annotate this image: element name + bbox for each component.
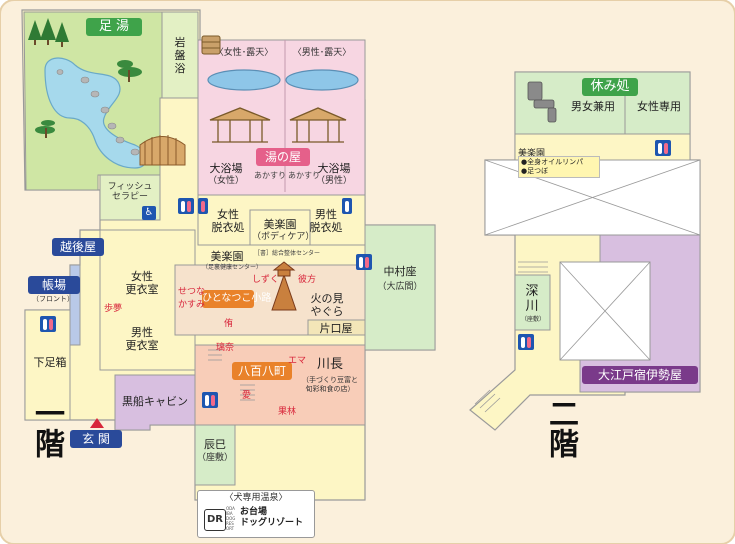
ashiyu-label: 足 湯: [86, 18, 142, 36]
biraku-2f-label: 美楽園: [518, 149, 546, 159]
kurofune-label: 黒船キャビン: [122, 395, 188, 408]
floor1-map: [21, 9, 436, 501]
dog-onsen-title: 〈犬専用温泉〉: [224, 493, 288, 503]
biraku-body-sub: （ボディケア）: [252, 232, 315, 242]
ganbanyoku-room: [161, 11, 199, 99]
locker-women-label: 女性 更衣室: [125, 270, 159, 296]
shop-ayumi: 歩夢: [104, 304, 123, 314]
shop-kasumi: かすみ: [178, 300, 206, 310]
shimogeba-label: 下足箱: [33, 356, 67, 369]
biraku-body-room: [249, 209, 311, 246]
dressing-men-label: 男性 脱衣処: [309, 208, 343, 234]
biraku-center-sub: ［書］総合整体センター: [254, 250, 321, 257]
happyaku-yacho-area: [194, 344, 366, 426]
kataokaya-label: 片口屋: [319, 322, 353, 335]
oedo-isejuku-label: 大江戸宿伊勢屋: [582, 366, 698, 384]
shop-ema: エマ: [288, 356, 307, 366]
nakamuraza-sub: （大広間）: [377, 282, 423, 292]
restroom-icon: [178, 198, 194, 214]
biraku-2f-menu: ●全身オイルリンパ ●足つぼ: [518, 156, 600, 178]
fish-therapy-label: フィッシュ セラピー: [107, 182, 153, 202]
front-desk-counter: [69, 264, 81, 346]
kawacho-label: 川長: [316, 357, 343, 372]
outdoor-bath-women: [207, 69, 281, 91]
shop-shizuku: しずく: [252, 275, 279, 285]
happyaku-yacho-label: 八百八町: [232, 362, 292, 380]
floor1-title-text: 一階: [29, 398, 64, 458]
floor2-title-text: 二階: [543, 398, 578, 458]
chouba-sub: （フロント）: [32, 295, 74, 303]
bath-women-label: 大浴場: [209, 162, 243, 175]
women-only-label: 女性専用: [637, 100, 681, 113]
akasuri-2-label: あかすり: [288, 171, 320, 180]
fukagawa-label: 深 川: [525, 284, 539, 314]
wheelchair-icon: ♿: [142, 206, 156, 220]
outdoor-men-label: 〈男性･露天〉: [292, 48, 352, 58]
locker-men-label: 男性 更衣室: [125, 326, 159, 352]
bath-men-sub: （男性）: [315, 176, 352, 186]
yasumidokoro-label: 休み処: [582, 78, 638, 96]
bath-men-label: 大浴場: [317, 162, 351, 175]
hinomi-label: 火の見 やぐら: [310, 292, 344, 318]
fire-watchtower-icon: [271, 261, 297, 311]
biraku-body-label: 美楽園: [263, 218, 297, 231]
tatsumi-sub: （座敷）: [196, 453, 233, 463]
bath-women-sub: （女性）: [207, 176, 244, 186]
dog-onsen-en: ODAIBA DOG RESORT: [226, 506, 236, 531]
echigoya-label: 越後屋: [52, 238, 104, 256]
garden-trees: [28, 18, 142, 138]
shop-yuu: 侑: [224, 319, 234, 329]
restroom-icon: [518, 334, 534, 350]
entrance-marker: [90, 418, 104, 428]
unisex-label: 男女兼用: [571, 100, 615, 113]
yunoya-label: 湯の屋: [256, 148, 310, 166]
dog-onsen-name: お台場 ドッグリゾート: [240, 507, 304, 528]
shop-hikata: 彼方: [298, 275, 317, 285]
floor1-title: 一階: [26, 398, 66, 466]
restroom-icon: [356, 254, 372, 270]
tatsumi-label: 辰巳: [204, 438, 226, 451]
pavilion-women: [209, 107, 271, 143]
nakamuraza-label: 中村座: [383, 265, 417, 278]
biraku-left-sub: （足裏健康センター）: [202, 264, 263, 271]
garden-bridge: [139, 135, 186, 166]
chouba-label: 帳場: [28, 276, 80, 294]
nakamuraza-hall: [364, 224, 436, 351]
women-restroom-icon: [198, 198, 208, 214]
stairs-2f: [474, 261, 548, 413]
shop-ai: 愛: [242, 391, 252, 401]
pavilion-men: [289, 107, 347, 143]
fukagawa-sub: （座敷）: [520, 316, 545, 323]
dog-resort-sign: 〈犬専用温泉〉 DR ODAIBA DOG RESORT お台場 ドッグリゾート: [197, 490, 315, 538]
restroom-icon: [202, 392, 218, 408]
shop-karin: 果林: [278, 407, 297, 417]
stairs: [208, 349, 255, 401]
restroom-icon: [40, 316, 56, 332]
restroom-icon: [655, 140, 671, 156]
outdoor-women-label: 〈女性･露天〉: [214, 48, 274, 58]
biraku-item-2: ●足つぼ: [521, 167, 549, 175]
shop-rina: 璃奈: [216, 343, 235, 353]
outdoor-bath-men: [285, 69, 359, 91]
men-restroom-icon: [342, 198, 352, 214]
kawacho-sub: （手づくり豆富と 旬彩和食の店）: [302, 376, 358, 393]
genkan-label[interactable]: 玄 関: [70, 430, 122, 448]
tatsumi-room: [194, 424, 236, 486]
hitonatsuko-label: ひとなつこ小路: [202, 290, 271, 308]
dog-resort-logo: DR: [204, 509, 226, 531]
shop-setsuna: せつな: [178, 287, 206, 297]
ganbanyoku-label: 岩盤浴: [174, 36, 186, 75]
floor2-title: 二階: [540, 398, 580, 466]
garden-stones: [56, 69, 140, 156]
fukagawa-room: [514, 274, 551, 331]
massage-chair-icon: [527, 81, 557, 123]
akasuri-1-label: あかすり: [254, 171, 286, 180]
biraku-item-1: ●全身オイルリンパ: [521, 158, 584, 166]
wooden-tub-icon: [201, 35, 221, 55]
biraku-left-label: 美楽園: [210, 250, 244, 263]
dressing-women-label: 女性 脱衣処: [211, 208, 245, 234]
